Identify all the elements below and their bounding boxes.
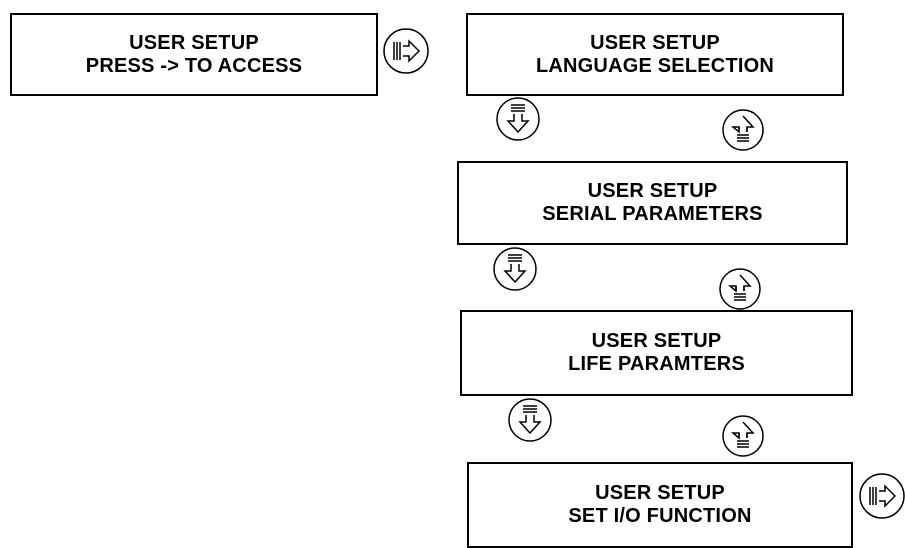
screen-language-selection: USER SETUP LANGUAGE SELECTION	[466, 13, 844, 96]
screen-title: USER SETUP	[595, 482, 725, 504]
screen-subtitle: LIFE PARAMTERS	[568, 353, 745, 375]
screen-life-paramters: USER SETUP LIFE PARAMTERS	[460, 310, 853, 396]
screen-subtitle: PRESS -> TO ACCESS	[85, 54, 303, 77]
screen-title: USER SETUP	[587, 180, 718, 202]
up-arrow-key-icon	[721, 108, 765, 152]
right-arrow-key-icon	[857, 471, 905, 521]
down-arrow-key-icon	[506, 396, 554, 444]
right-arrow-key-icon	[381, 26, 431, 76]
screen-title: USER SETUP	[129, 31, 259, 54]
down-arrow-key-icon	[494, 95, 542, 143]
screen-title: USER SETUP	[591, 330, 722, 352]
screen-subtitle: SET I/O FUNCTION	[568, 505, 752, 527]
screen-title: USER SETUP	[590, 31, 720, 54]
screen-set-io-function: USER SETUP SET I/O FUNCTION	[467, 462, 853, 548]
down-arrow-key-icon	[491, 245, 539, 293]
up-arrow-key-icon	[721, 414, 765, 458]
screen-subtitle: LANGUAGE SELECTION	[535, 54, 775, 77]
up-arrow-key-icon	[718, 267, 762, 311]
screen-subtitle: SERIAL PARAMETERS	[542, 203, 763, 225]
screen-serial-parameters: USER SETUP SERIAL PARAMETERS	[457, 161, 848, 245]
screen-press-to-access: USER SETUP PRESS -> TO ACCESS	[10, 13, 378, 96]
